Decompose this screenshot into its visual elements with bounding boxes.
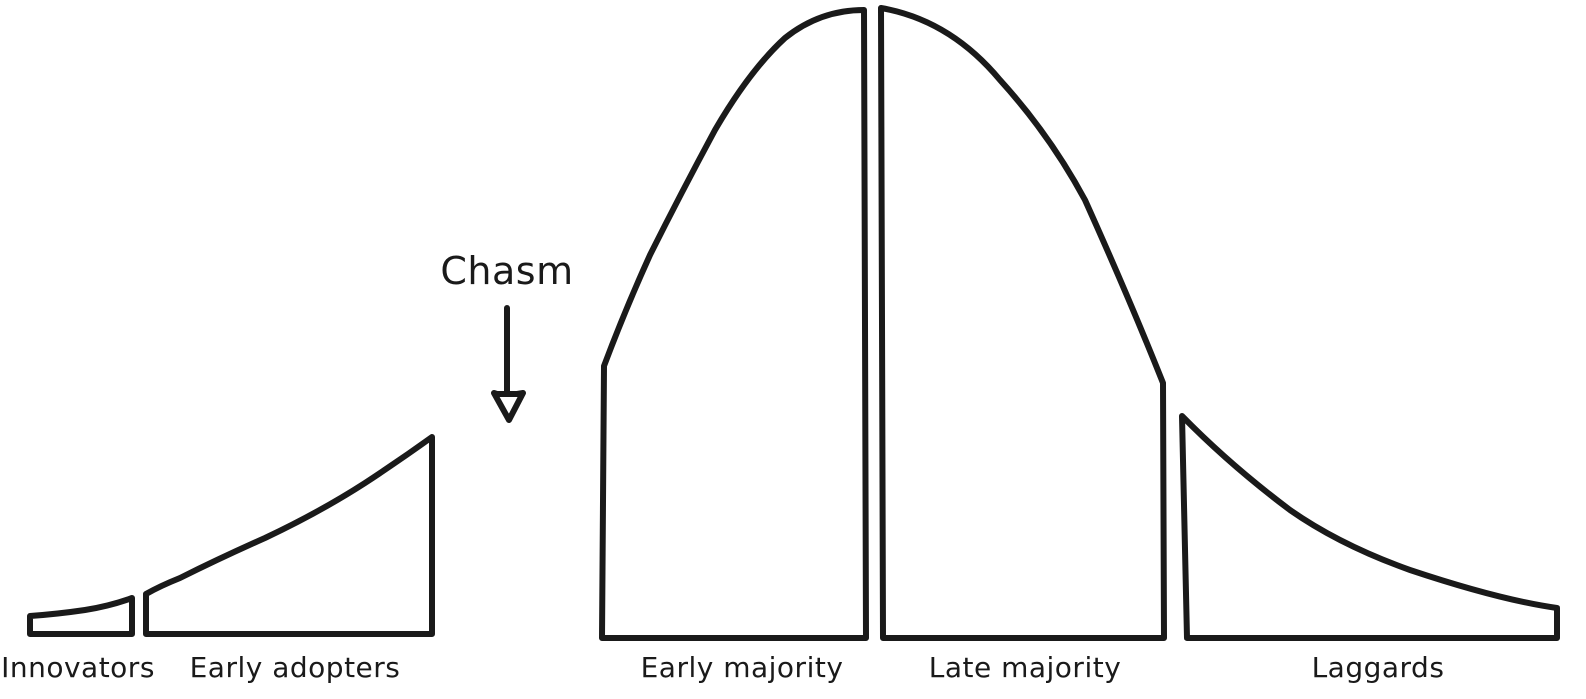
- chasm-arrow: [491, 305, 526, 423]
- segment-innovators: [27, 595, 135, 637]
- chasm-label: Chasm: [440, 249, 574, 293]
- label-early-adopters: Early adopters: [189, 651, 401, 684]
- segment-early-adopters: [143, 434, 435, 637]
- segment-late-majority: [878, 5, 1167, 641]
- label-laggards: Laggards: [1311, 651, 1445, 684]
- segment-laggards: [1179, 413, 1560, 641]
- label-innovators: Innovators: [1, 651, 155, 684]
- segment-early-majority: [599, 7, 869, 641]
- label-late-majority: Late majority: [928, 651, 1122, 684]
- label-early-majority: Early majority: [640, 651, 844, 684]
